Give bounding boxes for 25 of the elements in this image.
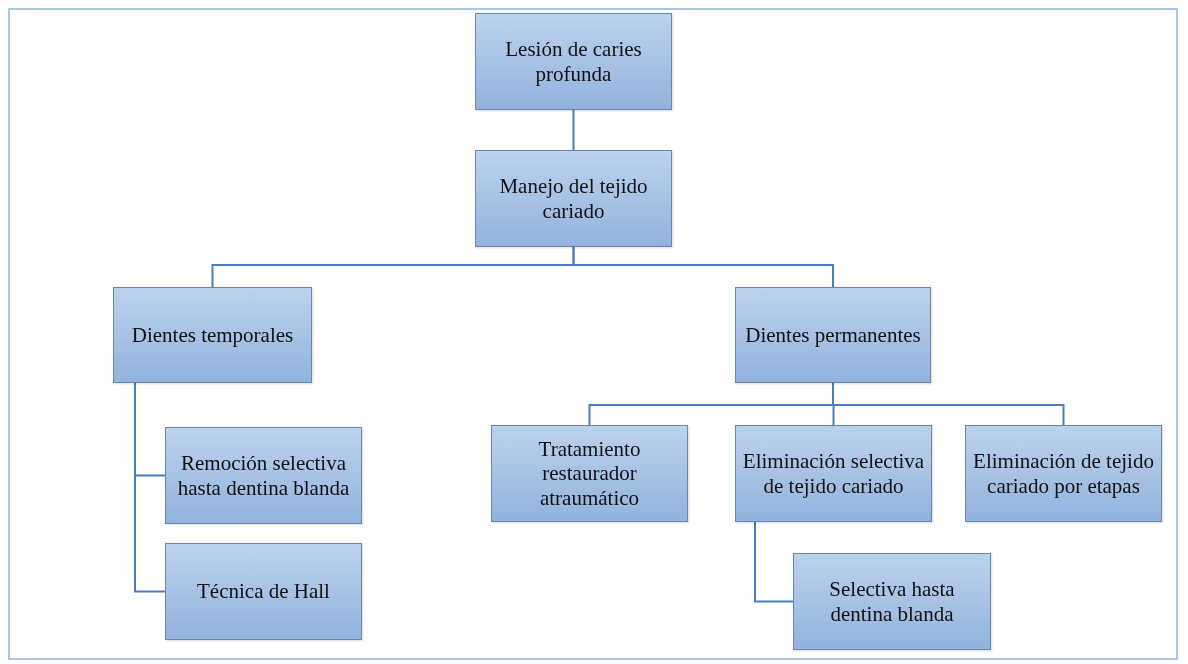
process-box [965,425,1162,522]
connector-line [572,246,834,288]
box-label: Técnica de Hall [197,579,330,604]
connector-line [572,109,575,151]
box-label: Eliminación de tejido cariado por etapas [972,448,1155,499]
connector-line [754,521,794,603]
box-label: Remoción selectiva hasta dentina blanda [176,450,351,501]
process-box [491,425,688,522]
box-label: Selectiva hasta dentina blanda [828,576,956,627]
process-box [475,13,672,110]
box-label: Tratamiento restaurador atraumático [537,436,642,511]
box-label: Manejo del tejido cariado [498,173,649,224]
process-box [475,150,672,247]
process-box [735,287,931,383]
process-box [735,425,932,522]
process-box [113,287,312,383]
box-label: Dientes temporales [131,322,294,348]
process-box [165,427,362,524]
connector-line [134,382,166,593]
box-label: Lesión de caries profunda [504,36,643,87]
connector-line [832,382,1065,426]
process-box [165,543,362,640]
process-box [793,553,991,650]
box-label: Dientes permanentes [745,322,921,348]
box-label: Eliminación selectiva de tejido cariado [742,448,925,499]
